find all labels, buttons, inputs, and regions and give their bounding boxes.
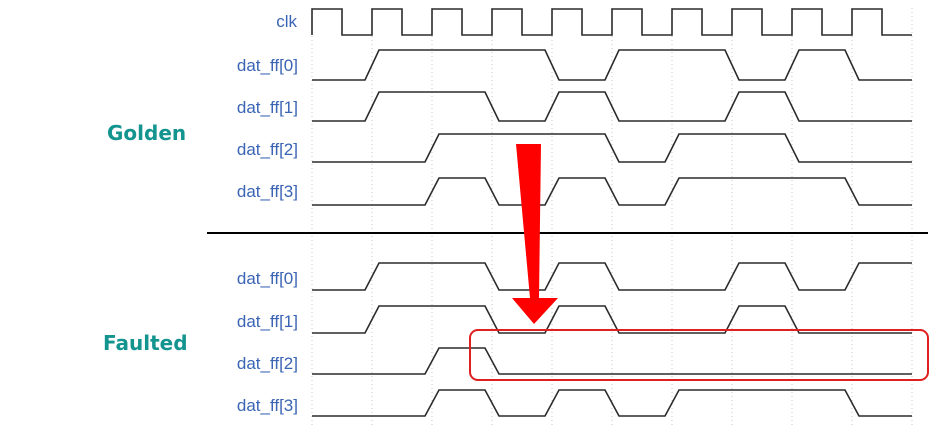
signal-waveform: [312, 305, 912, 334]
fault-highlight-box: [469, 329, 929, 381]
signal-label: dat_ff[1]: [237, 312, 298, 331]
signal-waveform: [312, 133, 912, 163]
signal-waveform: [312, 91, 912, 122]
signal-label: dat_ff[0]: [237, 269, 298, 288]
signal-waveform: [312, 177, 912, 206]
red-down-arrow: [512, 144, 558, 324]
group-label-golden: Golden: [107, 121, 186, 145]
signal-waveform: [312, 347, 912, 375]
signal-label: dat_ff[2]: [237, 140, 298, 159]
signal-waveform: [312, 49, 912, 81]
arrow-shape: [512, 144, 558, 324]
signal-label: dat_ff[2]: [237, 354, 298, 373]
signal-label: dat_ff[3]: [237, 182, 298, 201]
signal-waveform: [312, 262, 912, 291]
group-label-faulted: Faulted: [103, 331, 188, 355]
signal-label: dat_ff[1]: [237, 98, 298, 117]
signal-waveforms: [311, 8, 912, 417]
clock-waveform: [311, 8, 912, 36]
cycle-gridlines: [311, 8, 913, 425]
signal-labels: clkdat_ff[0]dat_ff[1]dat_ff[2]dat_ff[3]d…: [237, 12, 298, 415]
signal-label: dat_ff[0]: [237, 56, 298, 75]
signal-waveform: [312, 389, 912, 417]
signal-label: dat_ff[3]: [237, 396, 298, 415]
signal-label: clk: [276, 12, 297, 31]
